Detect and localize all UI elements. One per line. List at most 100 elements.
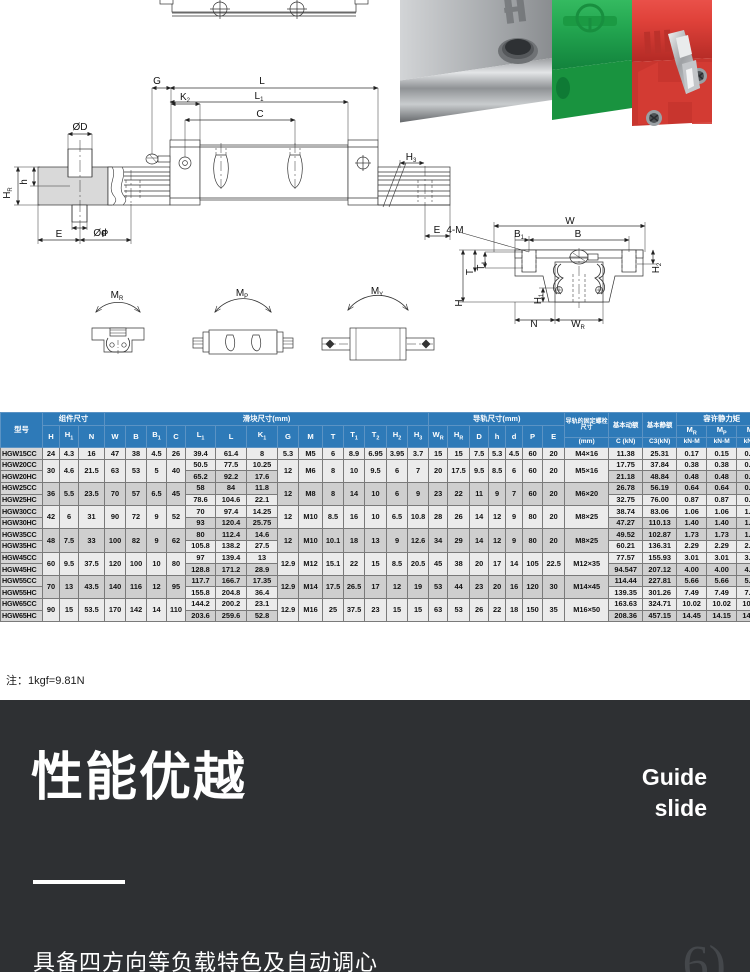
th-B1: B1 — [146, 424, 168, 449]
cell-E: 22.5 — [542, 551, 566, 576]
cell-H2: 6 — [386, 481, 409, 507]
cell-L1: 58 — [185, 481, 217, 495]
cell-B: 142 — [125, 597, 148, 623]
cell-G: 12.9 — [277, 551, 300, 576]
cell-MR: 0.64 — [676, 481, 708, 495]
cell-model: HGW20CC — [0, 458, 43, 472]
cell-K1: 23.1 — [246, 597, 279, 611]
cell-D: 7.5 — [469, 447, 490, 460]
cell-H2: 3.95 — [386, 447, 409, 460]
cell-L1: 144.2 — [185, 597, 217, 611]
cell-L1: 117.7 — [185, 574, 217, 588]
cell-HR: 17.5 — [447, 458, 471, 483]
cell-MP: 1.73 — [706, 528, 738, 541]
cell-bolt: M16×50 — [564, 597, 610, 623]
cell-H3: 19 — [407, 574, 430, 599]
specification-table-container: 型号 组件尺寸 滑块尺寸(mm) 导轨尺寸(mm) 导轨的固定螺栓尺寸 基本动额… — [0, 411, 750, 623]
cell-model: HGW35CC — [0, 528, 43, 541]
th-L1: L1 — [185, 424, 217, 449]
cell-MP: 0.38 — [706, 458, 738, 472]
cell-Cdyn: 49.52 — [608, 528, 644, 541]
cell-K1: 27.5 — [246, 539, 279, 553]
cell-C: 80 — [166, 551, 187, 576]
cell-T2: 10 — [364, 505, 388, 530]
cell-L: 112.4 — [215, 528, 248, 541]
cell-T2: 15 — [364, 551, 388, 576]
cell-B1: 5 — [146, 458, 168, 483]
th-h: h — [488, 424, 507, 449]
cell-D: 14 — [469, 505, 490, 530]
cell-h: 5.3 — [488, 447, 507, 460]
cell-Cstat: 76.00 — [642, 493, 678, 507]
cell-B: 82 — [125, 528, 148, 553]
cell-MP: 3.01 — [706, 551, 738, 565]
cell-L: 200.2 — [215, 597, 248, 611]
cell-E: 20 — [542, 458, 566, 483]
performance-banner: 性能优越 具备四方向等负载特色及自动调心 Guide slide 6) — [0, 700, 750, 972]
cell-d: 4.5 — [505, 447, 524, 460]
cell-P: 105 — [522, 551, 544, 576]
cell-L1: 39.4 — [185, 447, 217, 460]
cell-HR: 15 — [447, 447, 471, 460]
th-unit-MP: kN-M — [706, 437, 738, 449]
cell-H1: 15 — [59, 597, 79, 623]
th-rail-dims: 导轨尺寸(mm) — [428, 412, 566, 426]
cell-HR: 44 — [447, 574, 471, 599]
cell-W: 90 — [104, 505, 127, 530]
cell-bolt: M8×25 — [564, 505, 610, 530]
th-HR: HR — [447, 424, 471, 449]
cell-MP: 2.29 — [706, 539, 738, 553]
cell-WR: 28 — [428, 505, 449, 530]
th-H2: H2 — [386, 424, 409, 449]
cell-H3: 10.8 — [407, 505, 430, 530]
cell-K1: 11.8 — [246, 481, 279, 495]
th-W: W — [104, 424, 127, 449]
cell-bolt: M6×20 — [564, 481, 610, 507]
banner-en-line2: slide — [654, 795, 707, 822]
label-MP: MP — [236, 288, 248, 300]
th-K1: K1 — [246, 424, 279, 449]
cell-d: 9 — [505, 528, 524, 553]
th-unit-dynamic: C (kN) — [608, 437, 644, 449]
cell-bolt: M4×16 — [564, 447, 610, 460]
cell-K1: 14.6 — [246, 528, 279, 541]
cell-model: HGW65HC — [0, 609, 43, 623]
cell-MR: 5.66 — [676, 574, 708, 588]
cell-H2: 6 — [386, 458, 409, 483]
cell-H3: 20.5 — [407, 551, 430, 576]
table-note: 注：1kgf=9.81N — [6, 675, 85, 687]
cell-MY: 14.15 — [736, 609, 750, 623]
cell-M: M10 — [298, 528, 324, 553]
cell-Cstat: 25.31 — [642, 447, 678, 460]
cell-MY: 0.87 — [736, 493, 750, 507]
cell-W: 100 — [104, 528, 127, 553]
th-G: G — [277, 424, 300, 449]
cell-MY: 5.66 — [736, 574, 750, 588]
cell-M: M12 — [298, 551, 324, 576]
label-h: h — [19, 179, 30, 185]
cell-L1: 78.6 — [185, 493, 217, 507]
table-header: 型号 组件尺寸 滑块尺寸(mm) 导轨尺寸(mm) 导轨的固定螺栓尺寸 基本动额… — [0, 411, 750, 449]
cell-H: 70 — [42, 574, 60, 599]
th-dynamic-load: 基本动额 — [608, 411, 644, 439]
cell-model: HGW25HC — [0, 493, 43, 507]
cell-MY: 0.48 — [736, 470, 750, 483]
cell-B1: 6.5 — [146, 481, 168, 507]
label-G: G — [153, 76, 161, 87]
cell-C: 26 — [166, 447, 187, 460]
cell-M: M6 — [298, 458, 324, 483]
label-P: P — [102, 229, 109, 240]
cell-MY: 2.29 — [736, 539, 750, 553]
cell-Cdyn: 26.78 — [608, 481, 644, 495]
cell-E: 20 — [542, 447, 566, 460]
cell-N: 21.5 — [77, 458, 106, 483]
cell-H1: 6 — [59, 505, 79, 530]
cell-HR: 22 — [447, 481, 471, 507]
cell-h: 22 — [488, 597, 507, 623]
th-H1: H1 — [59, 424, 79, 449]
